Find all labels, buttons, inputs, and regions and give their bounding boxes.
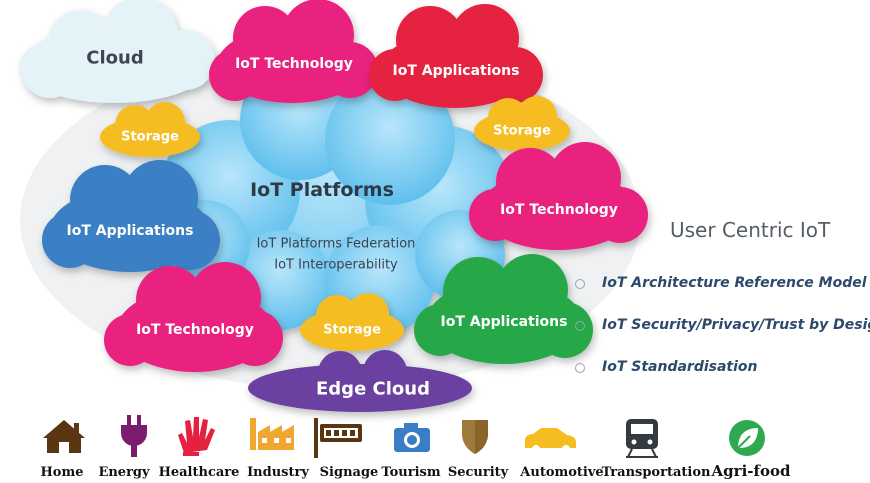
cloud-shape-apps-left — [42, 160, 220, 272]
bullet-dot — [575, 363, 585, 373]
storage-right-label: Storage — [493, 123, 551, 139]
center-line-federation: IoT Platforms Federation — [256, 236, 416, 252]
domain-label-automotive: Automotive — [520, 465, 604, 480]
bullet-security: IoT Security/Privacy/Trust by Design — [602, 317, 870, 333]
cloud-shape-edge — [248, 350, 472, 412]
tech-top-label: IoT Technology — [235, 56, 353, 72]
shield-icon — [462, 420, 488, 454]
apps-bottom-label: IoT Applications — [440, 314, 568, 330]
domain-label-home: Home — [40, 465, 84, 480]
domain-label-transportation: Transportation — [601, 465, 711, 480]
domain-label-signage: Signage — [319, 465, 379, 480]
domain-label-energy: Energy — [98, 465, 150, 480]
hand-icon — [178, 417, 215, 456]
factory-icon — [250, 418, 294, 450]
edge-cloud-label: Edge Cloud — [316, 378, 430, 400]
center-line-interoperability: IoT Interoperability — [274, 257, 398, 273]
plug-icon — [121, 415, 147, 457]
cloud-shape-apps-bottom — [414, 254, 593, 364]
storage-bottom-label: Storage — [323, 322, 381, 338]
tech-right-label: IoT Technology — [500, 202, 618, 218]
apps-top-label: IoT Applications — [392, 63, 520, 79]
bullet-dot — [575, 321, 585, 331]
car-icon — [525, 428, 576, 453]
cloud-shape-tech-bottom — [104, 262, 283, 372]
domain-label-healthcare: Healthcare — [158, 465, 240, 480]
user-centric-title: User Centric IoT — [670, 218, 831, 242]
cloud-shape-storage-left — [100, 102, 200, 157]
cloud-shape-storage-bottom — [300, 293, 404, 351]
domain-label-tourism: Tourism — [381, 465, 441, 480]
train-icon — [626, 419, 658, 458]
cloud-shape-storage-right — [474, 96, 570, 151]
leaf-icon — [729, 420, 765, 456]
tech-bottom-label: IoT Technology — [136, 322, 254, 338]
bullet-standardisation: IoT Standardisation — [602, 359, 758, 375]
house-icon — [43, 420, 85, 453]
bullet-dot — [575, 279, 585, 289]
apps-left-label: IoT Applications — [66, 223, 194, 239]
cloud-shape-cloud — [20, 0, 215, 103]
bullet-architecture: IoT Architecture Reference Model — [602, 275, 867, 291]
cloud-label: Cloud — [86, 47, 144, 69]
center-title: IoT Platforms — [250, 179, 394, 201]
domain-label-industry: Industry — [247, 465, 309, 480]
domain-label-agri-food: Agri-food — [711, 462, 791, 480]
sign-icon — [314, 418, 362, 458]
cloud-shape-apps-top — [369, 4, 543, 108]
cloud-shape-tech-top — [209, 0, 378, 103]
cloud-shape-tech-right — [469, 142, 648, 250]
camera-icon — [394, 423, 430, 452]
domain-label-security: Security — [447, 465, 509, 480]
storage-left-label: Storage — [121, 129, 179, 145]
